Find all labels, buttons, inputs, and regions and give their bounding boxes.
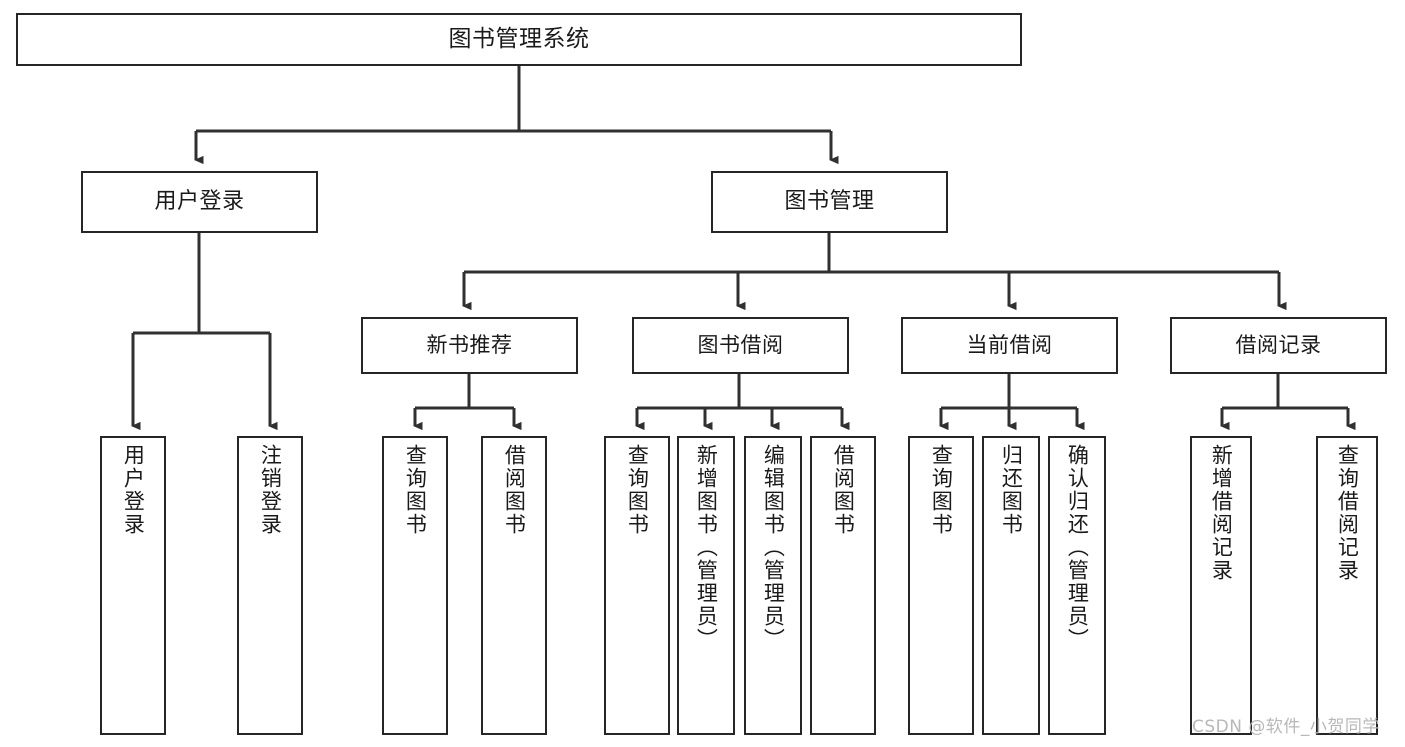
node-label: 编辑图书（管理员） (761, 444, 786, 651)
node-label: 图书管理系统 (448, 26, 590, 53)
node-root-system[interactable]: 图书管理系统 (16, 13, 1022, 66)
leaf-current-query-book[interactable]: 查询图书 (908, 436, 974, 735)
node-label: 当前借阅 (966, 333, 1053, 358)
node-label: 用户登录 (121, 444, 146, 536)
node-label: 借阅记录 (1235, 333, 1322, 358)
node-book-manage[interactable]: 图书管理 (711, 171, 948, 233)
node-label: 图书管理 (784, 189, 875, 215)
leaf-borrow-edit-book-admin[interactable]: 编辑图书（管理员） (744, 436, 802, 735)
leaf-current-confirm-return-admin[interactable]: 确认归还（管理员） (1048, 436, 1106, 735)
leaf-borrow-query-book[interactable]: 查询图书 (604, 436, 670, 735)
node-label: 查询图书 (625, 444, 650, 536)
node-new-book-recommend[interactable]: 新书推荐 (361, 317, 578, 374)
node-label: 查询借阅记录 (1335, 444, 1360, 582)
leaf-record-query-record[interactable]: 查询借阅记录 (1316, 436, 1378, 735)
node-label: 图书借阅 (697, 333, 784, 358)
node-label: 查询图书 (403, 444, 428, 536)
node-user-login[interactable]: 用户登录 (81, 171, 318, 233)
node-label: 注销登录 (258, 444, 283, 536)
leaf-record-add-record[interactable]: 新增借阅记录 (1190, 436, 1252, 735)
node-label: 确认归还（管理员） (1065, 444, 1090, 651)
node-label: 新书推荐 (426, 333, 513, 358)
node-label: 用户登录 (154, 189, 245, 215)
node-label: 新增借阅记录 (1209, 444, 1234, 582)
node-label: 借阅图书 (502, 444, 527, 536)
csdn-watermark: CSDN @软件_小贺同学 (1192, 717, 1380, 737)
leaf-recommend-borrow-book[interactable]: 借阅图书 (481, 436, 547, 735)
node-book-borrow[interactable]: 图书借阅 (632, 317, 849, 374)
leaf-user-logout[interactable]: 注销登录 (237, 436, 303, 735)
leaf-user-login[interactable]: 用户登录 (100, 436, 166, 735)
leaf-borrow-add-book-admin[interactable]: 新增图书（管理员） (677, 436, 735, 735)
node-label: 新增图书（管理员） (694, 444, 719, 651)
leaf-recommend-query-book[interactable]: 查询图书 (382, 436, 448, 735)
node-current-borrow[interactable]: 当前借阅 (901, 317, 1118, 374)
leaf-current-return-book[interactable]: 归还图书 (982, 436, 1040, 735)
node-label: 借阅图书 (831, 444, 856, 536)
leaf-borrow-borrow-book[interactable]: 借阅图书 (810, 436, 876, 735)
node-borrow-record[interactable]: 借阅记录 (1170, 317, 1387, 374)
node-label: 查询图书 (929, 444, 954, 536)
node-label: 归还图书 (999, 444, 1024, 536)
